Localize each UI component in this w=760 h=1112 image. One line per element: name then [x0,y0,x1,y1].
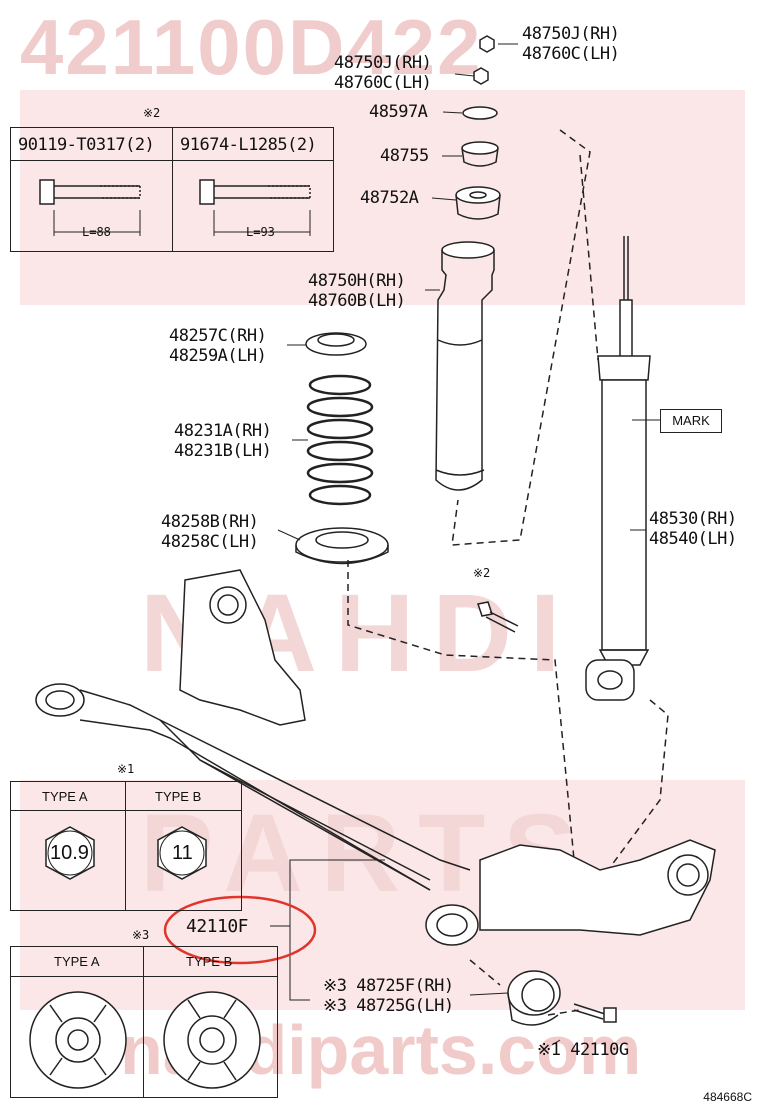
label-48760c-lh-b: 48760C(LH) [334,73,432,93]
label-48258b-rh: 48258B(RH) [161,512,259,532]
type-table-1-col-divider [125,781,126,910]
note-3: ※3 [132,928,150,942]
label-42110g: ※1 42110G [537,1040,629,1060]
label-48231b-lh: 48231B(LH) [174,441,272,461]
label-48760b-lh: 48760B(LH) [308,291,406,311]
label-48597a: 48597A [369,102,428,122]
bushing-type-b [163,991,261,1089]
nut-value-a: 10.9 [50,842,89,864]
label-48530-rh: 48530(RH) [649,509,737,529]
leader-lines [270,43,660,1046]
type-table-1 [10,781,242,911]
nut-type-a [45,826,95,880]
nut-top-2 [473,67,489,85]
washer-48597a [462,106,498,120]
lower-insulator [295,527,389,565]
type-table-2-col-divider [143,946,144,1097]
bolt-table-col-divider [172,127,173,251]
bolt-drawing-2 [199,179,311,236]
bolt-length-1: L=88 [82,225,111,239]
bushing [507,970,561,1026]
type-a-title-2: TYPE A [54,954,100,969]
label-48725g-lh: ※3 48725G(LH) [323,996,454,1016]
label-48755: 48755 [380,146,429,166]
highlight-circle [163,895,317,965]
dust-boot [435,241,495,491]
bolt-table-header-divider [10,160,333,161]
upper-insulator [305,332,367,356]
bolt-table-col1: 90119-T0317(2) [18,135,155,155]
mark-label: MARK [660,409,722,433]
type-b-title-2: TYPE B [186,954,233,969]
label-48540-lh: 48540(LH) [649,529,737,549]
label-48760c-lh-a: 48760C(LH) [522,44,620,64]
label-48725f-rh: ※3 48725F(RH) [323,976,454,996]
bolt-drawing-1 [39,179,141,236]
nut-top-1 [479,35,495,53]
bolt-mid [477,601,519,633]
label-48750j-rh-a: 48750J(RH) [522,24,620,44]
label-48750j-rh-b: 48750J(RH) [334,53,432,73]
bushing-type-a [29,991,127,1089]
axle-beam [35,569,716,946]
nut-value-b: 11 [172,842,193,864]
label-48259a-lh: 48259A(LH) [169,346,267,366]
diagram-reference: 484668C [703,1090,752,1104]
type-a-title-1: TYPE A [42,789,88,804]
label-42110f: 42110F [186,916,249,937]
coil-spring [306,374,374,506]
bolt-length-2: L=93 [246,225,275,239]
label-48231a-rh: 48231A(RH) [174,421,272,441]
cushion-48755 [461,141,499,167]
label-48257c-rh: 48257C(RH) [169,326,267,346]
note-2-mid: ※2 [473,566,491,580]
shock-absorber [585,236,651,701]
label-48258c-lh: 48258C(LH) [161,532,259,552]
bolt-table-col2: 91674-L1285(2) [180,135,317,155]
note-1: ※1 [117,762,135,776]
type-b-title-1: TYPE B [155,789,202,804]
type-table-2 [10,946,278,1098]
label-48752a: 48752A [360,188,419,208]
label-48750h-rh: 48750H(RH) [308,271,406,291]
nut-type-b [157,826,207,880]
cushion-48752a [455,186,501,220]
bolt-42110g [573,1003,617,1023]
watermark-part-code: 421100D422 [20,3,483,91]
note-2-top: ※2 [143,106,161,120]
